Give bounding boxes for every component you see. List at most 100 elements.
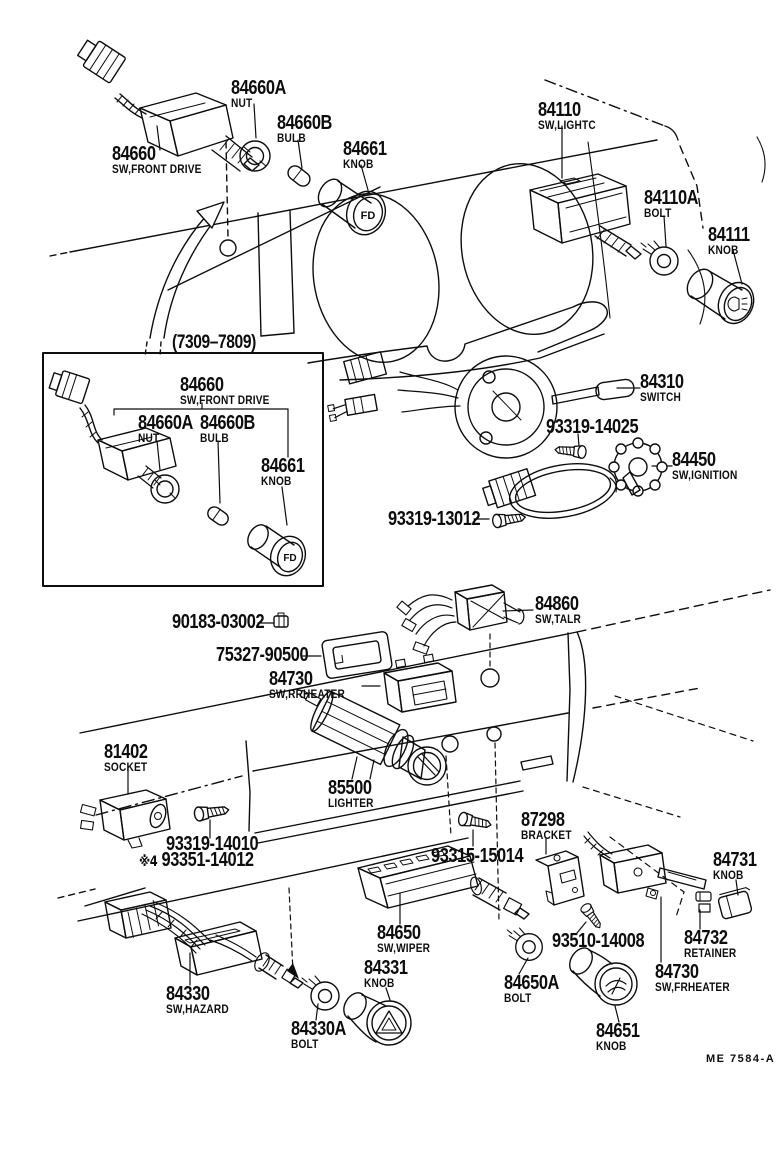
part-desc: SW,LIGHTC [538, 119, 596, 132]
part-desc: NUT [231, 97, 253, 110]
part-desc: SW,HAZARD [166, 1003, 229, 1016]
part-number: 75327-90500 [216, 644, 309, 666]
callout-93319-14025: 93319-14025 [546, 417, 658, 438]
part-desc: BOLT [504, 992, 532, 1005]
inset-nut [150, 474, 180, 504]
part-number: 84660 [180, 374, 224, 396]
part-hazard-knob [343, 992, 412, 1046]
callout-inset-84661: 84661 KNOB [261, 456, 314, 489]
callout-84660: 84660 SW,FRONT DRIVE [112, 144, 214, 177]
callout-84331: 84331 KNOB [364, 958, 417, 991]
part-number: 84660A [138, 412, 193, 434]
variant-inset-box [42, 352, 324, 587]
part-lighter [299, 689, 447, 786]
part-number: 84660 [112, 143, 156, 165]
inset-front-drive-assembly [48, 370, 177, 489]
part-light-control-bolt [640, 240, 679, 276]
part-number: 93319-14025 [546, 416, 639, 438]
callout-84110a: 84110A BOLT [644, 188, 710, 221]
part-number: 84660A [231, 77, 286, 99]
callout-84661: 84661 KNOB [343, 139, 396, 172]
dash-panel-lines [49, 79, 766, 381]
callout-84450: 84450 SW,IGNITION [672, 450, 746, 483]
callout-87298: 87298 BRACKET [521, 810, 579, 843]
callout-inset-84660: 84660 SW,FRONT DRIVE [180, 375, 282, 408]
part-number: 84732 [684, 927, 728, 949]
inset-bulb [207, 506, 229, 526]
callout-inset-84660b: 84660B BULB [200, 413, 267, 446]
part-desc: SW,IGNITION [672, 469, 738, 482]
part-desc: SOCKET [104, 761, 148, 774]
part-light-control-knob [686, 268, 755, 325]
part-number: 84331 [364, 957, 408, 979]
part-rr-heater-switch [383, 653, 457, 713]
variant-range-text: (7309–7809) [172, 332, 256, 353]
part-desc: SW,FRONT DRIVE [180, 394, 270, 407]
callout-84731: 84731 KNOB [713, 850, 766, 883]
part-number: 84110A [644, 187, 699, 209]
part-screw-14008 [578, 901, 605, 932]
callout-84330a: 84330A BOLT [291, 1019, 358, 1052]
callout-inset-84660a: 84660A NUT [138, 413, 205, 446]
part-heater-knob [569, 947, 638, 1006]
part-desc: BRACKET [521, 829, 572, 842]
part-fr-heater-knob [717, 887, 753, 920]
part-desc: SW,FRONT DRIVE [112, 163, 202, 176]
callout-84111: 84111 KNOB [708, 225, 759, 258]
part-number: 84310 [640, 371, 684, 393]
part-number: 85500 [328, 777, 372, 799]
callout-93319-13012: 93319-13012 [388, 509, 500, 530]
knob-fd-text: FD [283, 553, 296, 564]
leader-lines [113, 103, 743, 1023]
part-desc: SW,TALR [535, 613, 582, 626]
hazard-triangle-icon [375, 1010, 403, 1034]
callout-84650: 84650 SW,WIPER [377, 923, 437, 956]
part-fr-heater-retainer [695, 891, 712, 913]
part-desc: SW,WIPER [377, 942, 431, 955]
part-ignition-switch [482, 437, 668, 519]
part-desc: KNOB [596, 1040, 627, 1053]
part-number: 84651 [596, 1020, 640, 1042]
part-number: 84110 [538, 99, 581, 121]
part-number: 84731 [713, 849, 757, 871]
part-socket [79, 789, 171, 849]
part-number: 93315-15014 [431, 845, 524, 867]
part-fr-heater-switch [583, 831, 707, 900]
part-number: 84450 [672, 449, 716, 471]
dashed-leaders [287, 633, 754, 979]
part-number: ※4 93351-14012 [139, 849, 254, 871]
part-wiper-switch [357, 845, 530, 920]
callout-93351-14012: ※4 93351-14012 [139, 850, 279, 871]
part-number: 84730 [655, 961, 699, 983]
part-number: 84661 [343, 138, 387, 160]
part-number: 84330 [166, 983, 210, 1005]
part-desc: SW,FRHEATER [655, 981, 730, 994]
part-desc: BOLT [644, 207, 672, 220]
callout-84730-rr: 84730 SW,RRHEATER [269, 669, 355, 702]
part-clip [273, 612, 289, 628]
callout-81402: 81402 SOCKET [104, 742, 157, 775]
sheet-code: ME 7584-A [706, 1053, 776, 1065]
part-tail-switch [396, 584, 525, 655]
part-number: 84111 [708, 224, 750, 246]
part-desc: SW,RRHEATER [269, 688, 345, 701]
part-desc: BULB [200, 432, 229, 445]
part-desc: SWITCH [640, 391, 681, 404]
part-wiper-bolt [506, 927, 543, 961]
part-number: 84660B [277, 112, 332, 134]
part-hazard-switch [104, 891, 304, 989]
heater-fan-icon [605, 977, 627, 995]
callout-84732: 84732 RETAINER [684, 928, 744, 961]
part-front-drive-nut [239, 140, 271, 172]
part-number: 84860 [535, 593, 579, 615]
part-number: 84660B [200, 412, 255, 434]
part-screw-15014 [456, 810, 493, 833]
part-bezel [321, 631, 393, 679]
knob-fd-text: FD [361, 210, 376, 222]
part-front-drive-knob: FD [317, 178, 387, 236]
part-screw-14010 [192, 802, 231, 823]
callout-93510-14008: 93510-14008 [552, 931, 664, 952]
part-number: 84330A [291, 1018, 346, 1040]
